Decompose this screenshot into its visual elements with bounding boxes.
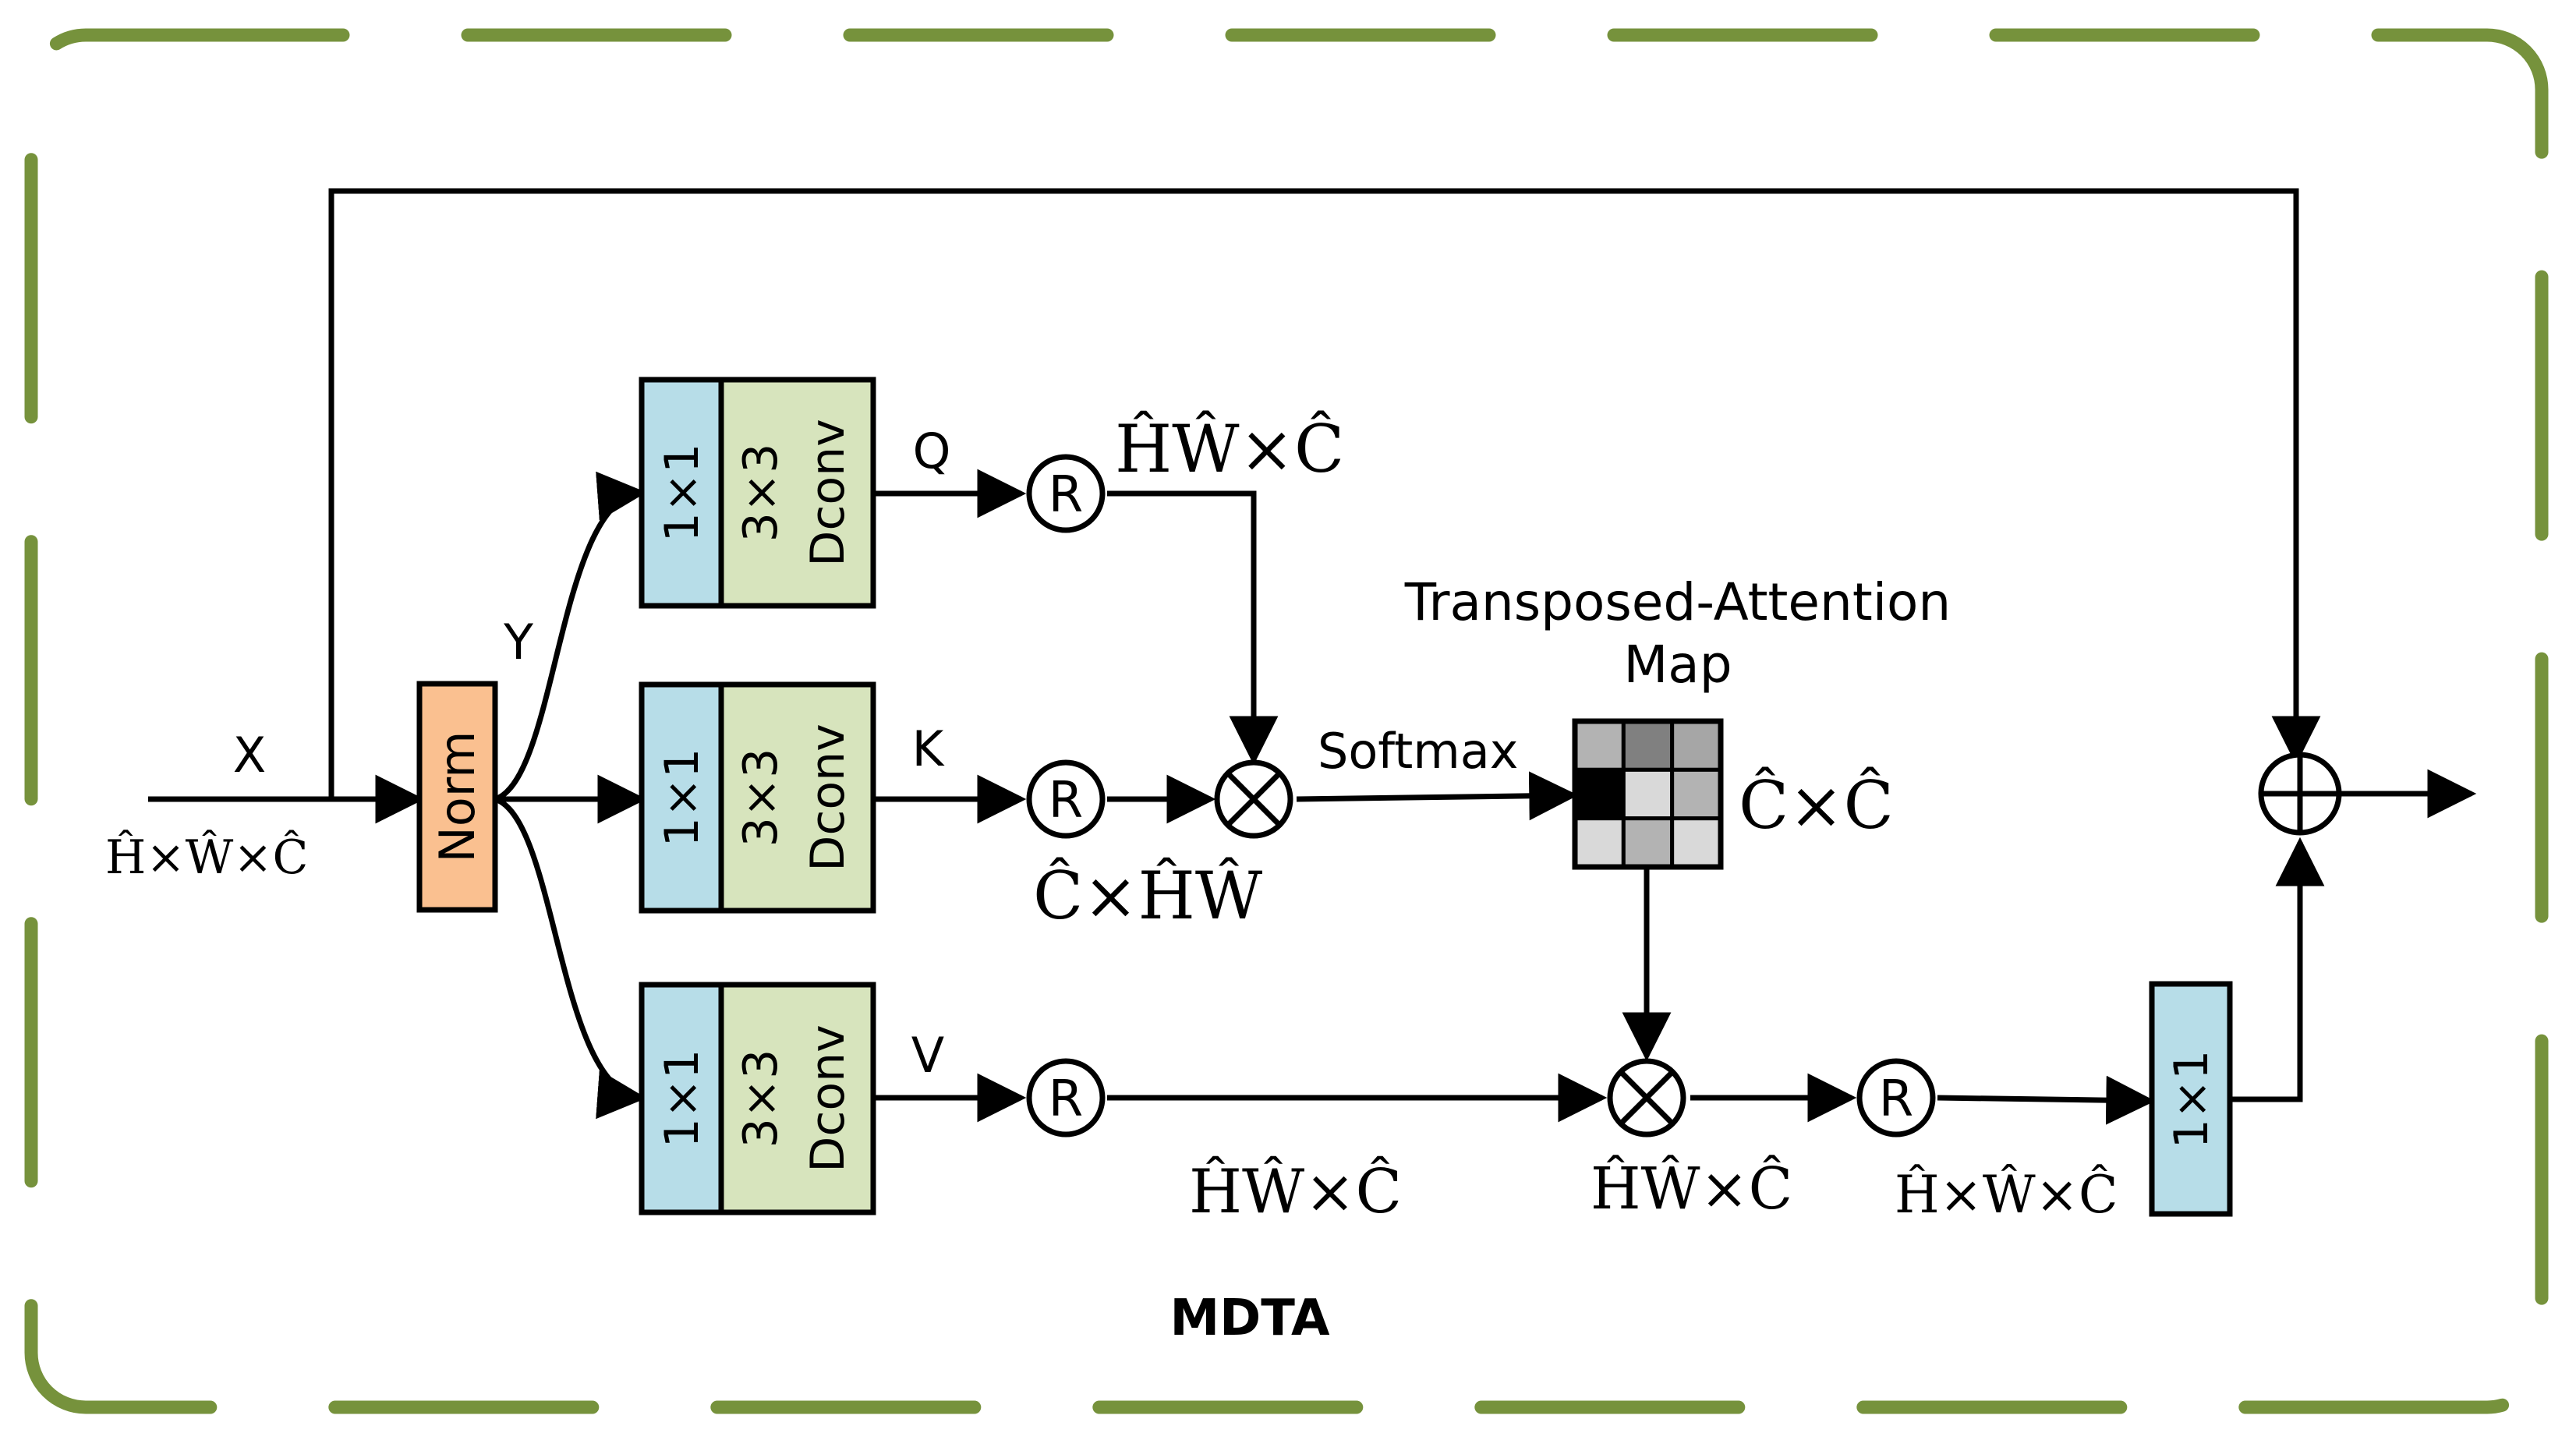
softmax-arrow xyxy=(1296,771,1579,821)
reshape-icon: R xyxy=(1049,772,1083,830)
q-to-multiply-arrow xyxy=(1107,490,1279,766)
x-label: X xyxy=(233,727,266,784)
reshape-out: R xyxy=(1856,1058,1936,1138)
output-conv-block: 1×1 xyxy=(2149,981,2233,1217)
norm-to-q-arrow xyxy=(494,471,647,802)
attention-map-cell xyxy=(1670,767,1723,821)
v-conv-block: 1×1 3×3 Dconv xyxy=(639,982,876,1215)
attention-map-cell xyxy=(1621,816,1675,869)
norm-to-v-arrow xyxy=(494,796,647,1120)
reshape-k: R xyxy=(1026,759,1106,839)
mult-out-dim-label: ĤŴ×Ĉ xyxy=(1591,1153,1792,1222)
v-label: V xyxy=(911,1027,944,1084)
final-dim-label: Ĥ×Ŵ×Ĉ xyxy=(1895,1164,2118,1225)
reshape-to-conv-arrow xyxy=(1937,1075,2156,1125)
q-conv1-label: 1×1 xyxy=(655,444,709,543)
attention-map-cell xyxy=(1621,767,1675,821)
k-dim-label: Ĉ×ĤŴ xyxy=(1033,857,1263,934)
input-dim-label: Ĥ×Ŵ×Ĉ xyxy=(105,829,308,885)
attention-map-cell xyxy=(1573,767,1626,821)
norm-label: Norm xyxy=(429,731,486,862)
q-label: Q xyxy=(913,423,951,479)
y-label: Y xyxy=(503,614,533,671)
attn-dim-label: Ĉ×Ĉ xyxy=(1739,766,1894,844)
q-dconv-size-label: 3×3 xyxy=(734,444,788,543)
conv-to-add-arrow xyxy=(2230,837,2325,1102)
reshape-icon: R xyxy=(1879,1070,1913,1128)
reshape-q: R xyxy=(1026,454,1106,533)
v-conv1-label: 1×1 xyxy=(655,1049,709,1148)
reshape-v: R xyxy=(1026,1058,1106,1138)
q-conv-block: 1×1 3×3 Dconv xyxy=(639,377,876,609)
k-conv-block: 1×1 3×3 Dconv xyxy=(639,681,876,914)
norm-block: Norm xyxy=(416,681,498,913)
attention-map-cell xyxy=(1670,719,1723,772)
v-dconv-name-label: Dconv xyxy=(801,1024,855,1172)
softmax-label: Softmax xyxy=(1318,723,1518,780)
attention-map xyxy=(1572,718,1724,870)
skip-connection xyxy=(328,188,2321,799)
k-conv1-label: 1×1 xyxy=(655,748,709,847)
q-dim-label: ĤŴ×Ĉ xyxy=(1115,410,1344,487)
module-frame xyxy=(24,28,2549,1414)
k-dconv-size-label: 3×3 xyxy=(734,748,788,847)
qk-multiply xyxy=(1214,759,1293,839)
attention-map-cell xyxy=(1670,816,1723,869)
k-label: K xyxy=(912,720,945,777)
reshape-icon: R xyxy=(1049,466,1083,524)
v-dconv-size-label: 3×3 xyxy=(734,1049,788,1148)
residual-add xyxy=(2258,752,2342,836)
module-title: MDTA xyxy=(1169,1290,1330,1347)
v-dim-label: ĤŴ×Ĉ xyxy=(1189,1155,1402,1227)
attention-map-cell xyxy=(1621,719,1675,772)
connections xyxy=(148,188,2477,1125)
output-conv1-label: 1×1 xyxy=(2164,1050,2219,1149)
attention-map-cell xyxy=(1573,719,1626,772)
attn-v-multiply xyxy=(1607,1058,1686,1138)
q-dconv-name-label: Dconv xyxy=(801,419,855,566)
attention-map-cell xyxy=(1573,816,1626,869)
k-dconv-name-label: Dconv xyxy=(801,724,855,871)
reshape-icon: R xyxy=(1049,1070,1083,1128)
attention-map-title-line2: Map xyxy=(1623,635,1732,695)
attention-map-title-line1: Transposed-Attention xyxy=(1404,572,1951,632)
